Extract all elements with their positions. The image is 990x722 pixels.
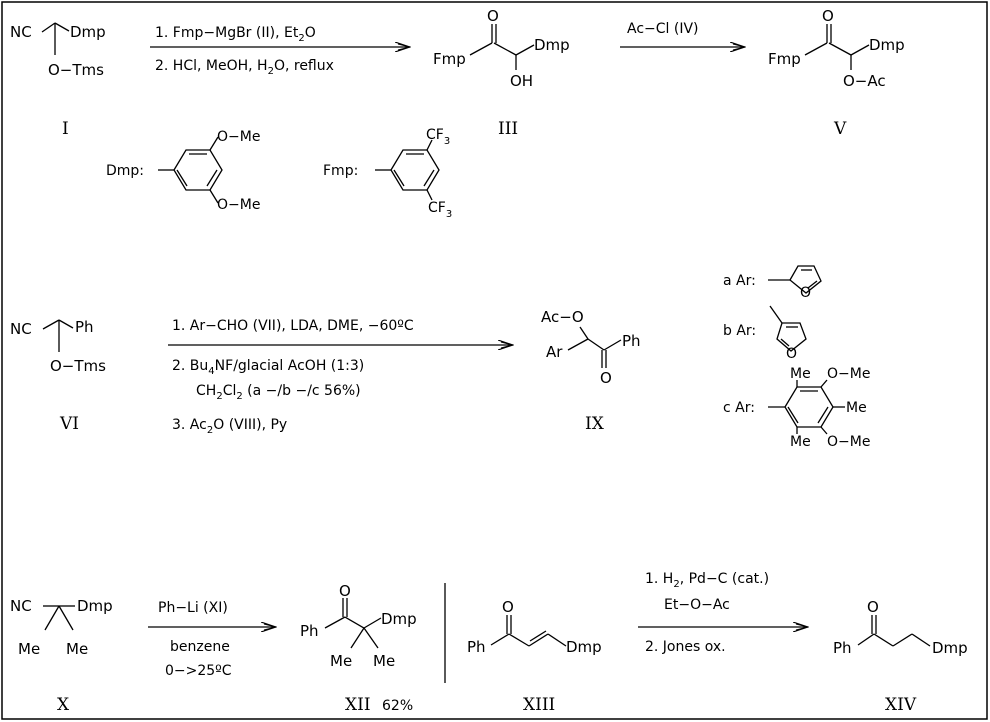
- compound-label-IX: IX: [585, 414, 605, 434]
- carbonyl-o: O: [502, 598, 514, 616]
- me2-label: Me: [66, 640, 88, 658]
- nc-label: NC: [10, 597, 32, 615]
- ph-label: Ph: [622, 332, 641, 350]
- carbonyl-o: O: [339, 582, 351, 600]
- ar-option-b: b Ar: O: [723, 305, 807, 362]
- dmp-label: Dmp: [869, 36, 905, 54]
- arrow-VI-to-IX: 1. Ar−CHO (VII), LDA, DME, −60ºC 2. Bu4N…: [168, 318, 513, 436]
- oh-label: OH: [510, 72, 533, 90]
- furan-o: O: [800, 285, 811, 301]
- dmp-label: Dmp: [381, 610, 417, 628]
- arrow-I-to-III: 1. Fmp−MgBr (II), Et2O 2. HCl, MeOH, H2O…: [150, 25, 410, 77]
- ph-label: Ph: [300, 622, 319, 640]
- compound-label-III: III: [498, 119, 518, 139]
- compound-VI: NC Ph O−Tms VI: [10, 318, 106, 434]
- nc-label: NC: [10, 23, 32, 41]
- ome-top: O−Me: [217, 129, 260, 145]
- reagent-bottom2: 0−>25ºC: [165, 663, 232, 679]
- compound-label-V: V: [833, 119, 847, 139]
- dmp-label: Dmp: [534, 36, 570, 54]
- compound-label-X: X: [57, 695, 70, 715]
- me-top: Me: [790, 366, 811, 382]
- step1-text: 1. Fmp−MgBr (II), Et2O: [155, 25, 316, 44]
- fmp-def-label: Fmp:: [323, 163, 358, 179]
- step1-text: 1. H2, Pd−C (cat.): [645, 571, 769, 590]
- step3-text: 3. Ac2O (VIII), Py: [172, 417, 287, 436]
- arrow-III-to-V: Ac−Cl (IV): [620, 21, 745, 47]
- dmp-def-label: Dmp:: [106, 163, 144, 179]
- cf3-top: CF3: [426, 127, 450, 147]
- me-bottom: Me: [790, 434, 811, 450]
- otms-label: O−Tms: [48, 61, 104, 79]
- cf3-bottom: CF3: [428, 200, 452, 220]
- fmp-label: Fmp: [433, 50, 466, 68]
- dmp-definition: Dmp: O−Me O−Me: [106, 129, 260, 213]
- otms-label: O−Tms: [50, 357, 106, 375]
- dmp-label: Dmp: [932, 639, 968, 657]
- ar-label: Ar: [546, 343, 563, 361]
- compound-XII: Ph O Dmp Me Me XII 62%: [300, 582, 417, 715]
- reagent-top: Ph−Li (XI): [158, 600, 228, 616]
- dmp-label: Dmp: [70, 23, 106, 41]
- reagent-text: Ac−Cl (IV): [627, 21, 699, 37]
- compound-X: NC Dmp Me Me X: [10, 597, 113, 715]
- step2-text: 2. Bu4NF/glacial AcOH (1:3): [172, 358, 364, 377]
- compound-V: Fmp O Dmp O−Ac V: [768, 7, 905, 139]
- ph-label: Ph: [833, 639, 852, 657]
- ar-option-c: c Ar: Me O−Me Me Me O−Me: [723, 366, 870, 450]
- compound-XIII: Ph O Dmp XIII: [467, 598, 602, 715]
- compound-label-XIV: XIV: [885, 695, 917, 715]
- ome-bottom: O−Me: [217, 197, 260, 213]
- me1-label: Me: [330, 652, 352, 670]
- compound-label-I: I: [62, 119, 69, 139]
- step1b-text: Et−O−Ac: [664, 597, 730, 613]
- me-right: Me: [846, 400, 867, 416]
- fmp-label: Fmp: [768, 50, 801, 68]
- compound-label-XII: XII: [345, 695, 371, 715]
- carbonyl-o: O: [487, 7, 499, 25]
- aco-label: Ac−O: [541, 308, 584, 326]
- ar-a-label: a Ar:: [723, 273, 756, 289]
- step2-text: 2. HCl, MeOH, H2O, reflux: [155, 58, 334, 77]
- ome-top: O−Me: [827, 366, 870, 382]
- reagent-bottom1: benzene: [170, 639, 230, 655]
- compound-I: NC Dmp O−Tms I: [10, 22, 106, 139]
- arrow-XIII-to-XIV: 1. H2, Pd−C (cat.) Et−O−Ac 2. Jones ox.: [638, 571, 808, 655]
- ph-label: Ph: [75, 318, 94, 336]
- compound-III: Fmp O Dmp OH III: [433, 7, 570, 139]
- ar-option-a: a Ar: O: [723, 265, 822, 301]
- step2-text: 2. Jones ox.: [645, 639, 726, 655]
- arrow-X-to-XII: Ph−Li (XI) benzene 0−>25ºC: [148, 600, 276, 679]
- yield-label: 62%: [382, 698, 413, 714]
- compound-label-VI: VI: [59, 414, 79, 434]
- step2b-text: CH2Cl2 (a −/b −/c 56%): [196, 383, 361, 402]
- fmp-definition: Fmp: CF3 CF3: [323, 127, 452, 220]
- ome-bottom: O−Me: [827, 434, 870, 450]
- carbonyl-o: O: [822, 7, 834, 25]
- me1-label: Me: [18, 640, 40, 658]
- nc-label: NC: [10, 320, 32, 338]
- dmp-label: Dmp: [77, 597, 113, 615]
- ar-b-label: b Ar:: [723, 323, 756, 339]
- me2-label: Me: [373, 652, 395, 670]
- oac-label: O−Ac: [843, 72, 886, 90]
- furan-o: O: [786, 346, 797, 362]
- compound-IX: Ac−O Ar Ph O IX: [541, 308, 641, 434]
- carbonyl-o: O: [867, 598, 879, 616]
- compound-XIV: Ph O Dmp XIV: [833, 598, 968, 715]
- compound-label-XIII: XIII: [523, 695, 555, 715]
- ar-c-label: c Ar:: [723, 400, 755, 416]
- ph-label: Ph: [467, 638, 486, 656]
- step1-text: 1. Ar−CHO (VII), LDA, DME, −60ºC: [172, 318, 414, 334]
- carbonyl-o: O: [600, 369, 612, 387]
- dmp-label: Dmp: [566, 638, 602, 656]
